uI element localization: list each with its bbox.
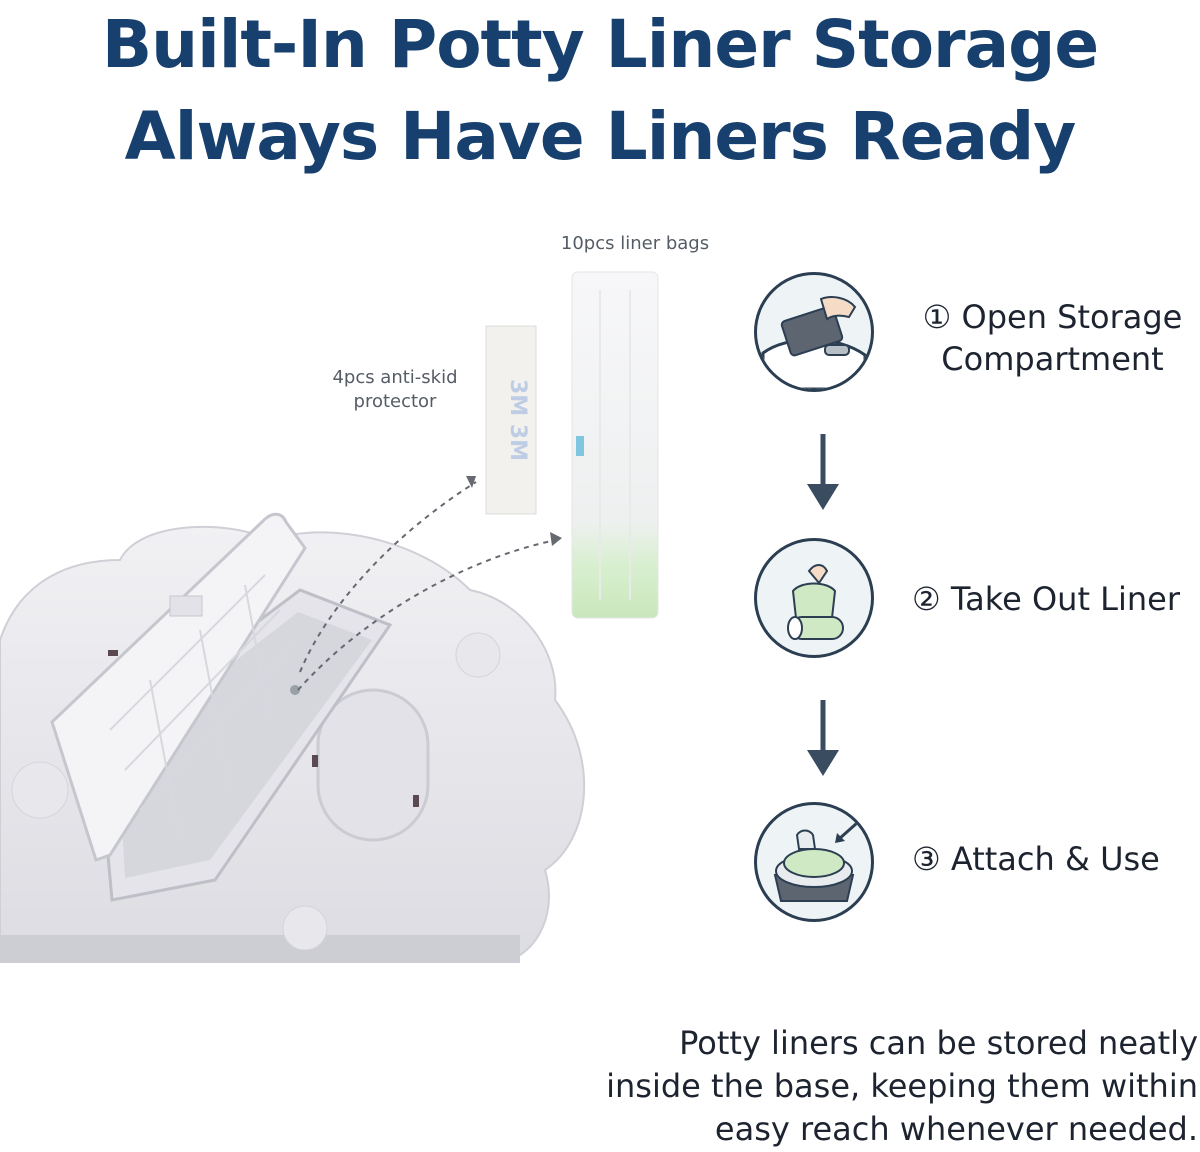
description-line-3: easy reach whenever needed. xyxy=(714,1110,1198,1148)
description-line-2: inside the base, keeping them within xyxy=(606,1067,1198,1105)
potty-icon xyxy=(754,802,874,922)
step-1-label: ① Open Storage Compartment xyxy=(910,296,1195,380)
down-arrow-icon xyxy=(807,434,839,510)
antiskid-caption-line-2: protector xyxy=(353,391,437,412)
down-arrow-icon xyxy=(807,700,839,776)
step-1-label-line-1: ① Open Storage xyxy=(922,298,1183,336)
antiskid-caption-line-1: 4pcs anti-skid xyxy=(332,367,458,388)
liner-roll-icon xyxy=(754,538,874,658)
antiskid-caption: 4pcs anti-skid protector xyxy=(305,366,485,414)
description: Potty liners can be stored neatly inside… xyxy=(560,1022,1198,1151)
open-compartment-icon xyxy=(754,272,874,392)
pointer-arrows xyxy=(297,481,557,691)
potty-base-illustration: 3M 3M xyxy=(0,271,659,963)
headline-line-1: Built-In Potty Liner Storage xyxy=(101,6,1099,83)
step-3-label: ③ Attach & Use xyxy=(912,840,1160,878)
compartment-lid xyxy=(50,512,307,862)
step-2-label: ② Take Out Liner xyxy=(912,580,1180,618)
storage-compartment xyxy=(96,588,393,902)
liner-roll xyxy=(571,271,659,619)
pointer-arrowhead-1 xyxy=(466,476,476,488)
description-line-1: Potty liners can be stored neatly xyxy=(679,1024,1198,1062)
step-1-label-line-2: Compartment xyxy=(941,340,1164,378)
headline-line-2: Always Have Liners Ready xyxy=(124,98,1077,175)
svg-text:3M 3M: 3M 3M xyxy=(505,379,530,461)
liner-bags-caption: 10pcs liner bags xyxy=(560,233,710,254)
antiskid-strip: 3M 3M xyxy=(485,325,537,515)
pointer-arrowhead-2 xyxy=(550,532,562,546)
